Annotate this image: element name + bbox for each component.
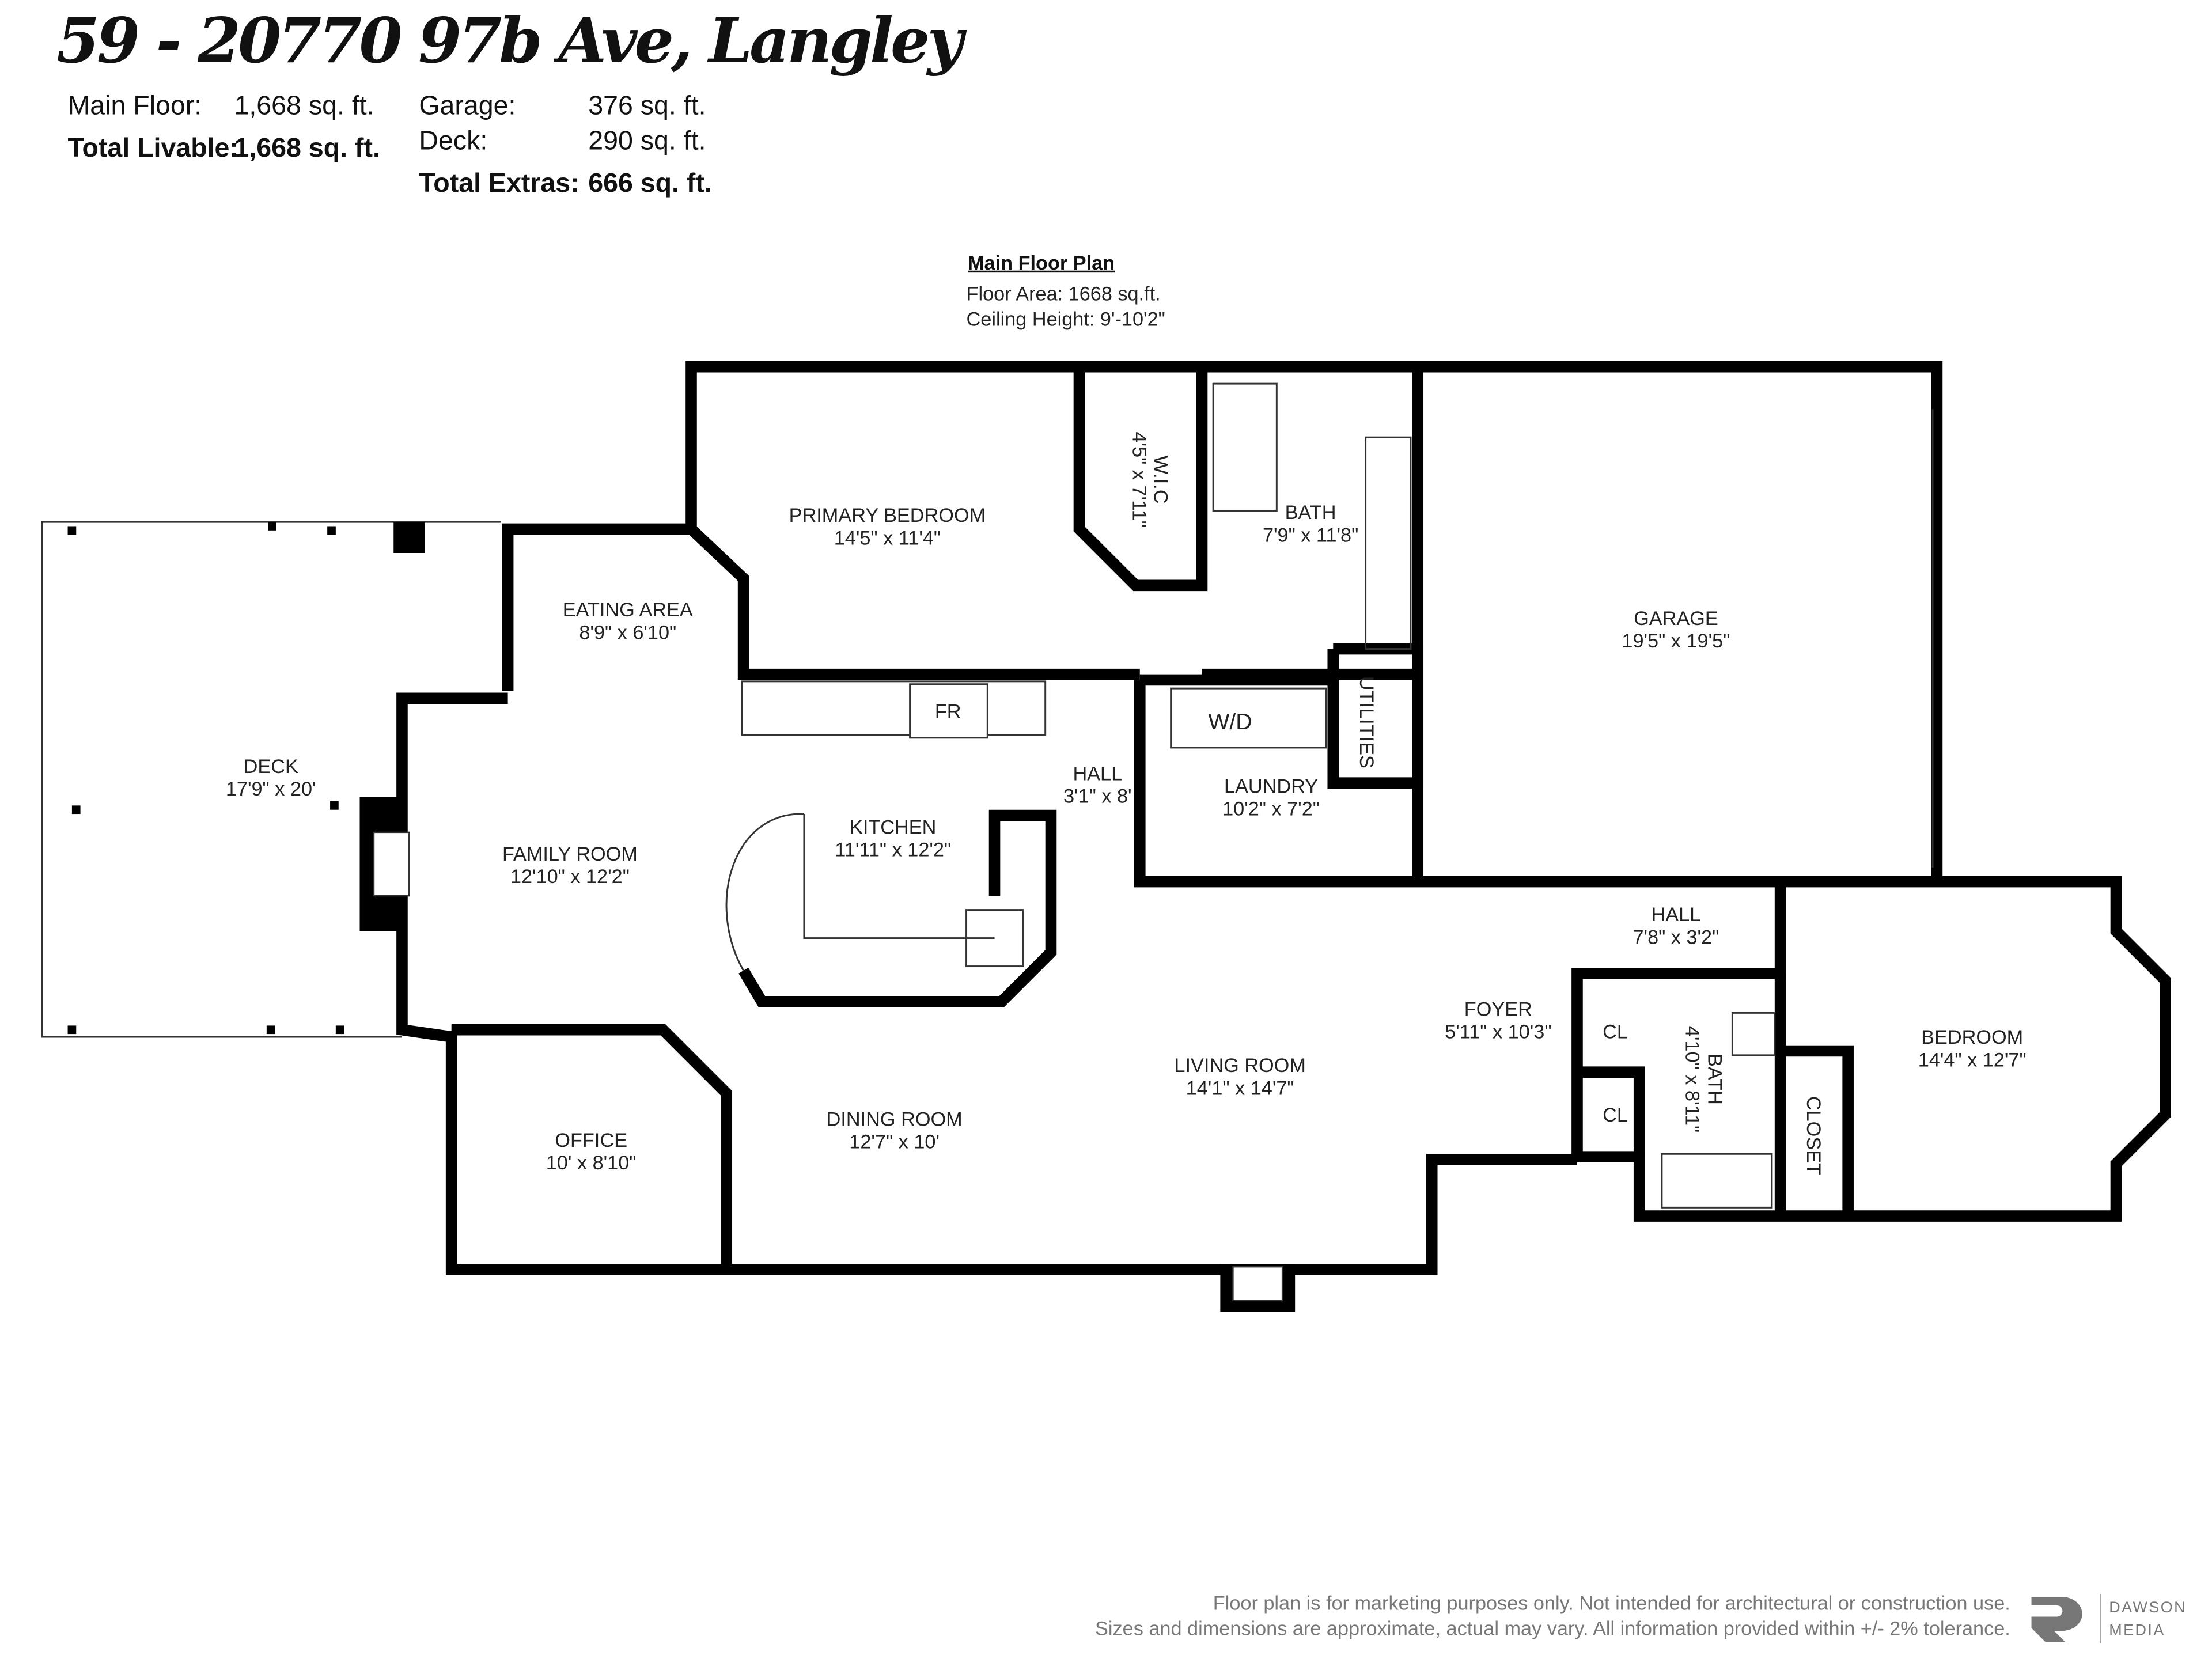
family-room-dims: 12'10" x 12'2": [510, 866, 630, 888]
plan-title: Main Floor Plan: [968, 252, 1115, 274]
total-extras-value: 666 sq. ft.: [588, 168, 712, 198]
garage-dims: 19'5" x 19'5": [1622, 630, 1730, 652]
garage-value: 376 sq. ft.: [588, 90, 706, 120]
wd-label: W/D: [1208, 710, 1252, 734]
eating-area-name: EATING AREA: [563, 599, 693, 621]
closet1-label: CL: [1603, 1021, 1628, 1043]
area-summary: Main Floor: 1,668 sq. ft. Total Livable:…: [68, 90, 712, 198]
kitchen-name: KITCHEN: [850, 816, 936, 838]
laundry-dims: 10'2" x 7'2": [1222, 798, 1320, 820]
bath1-dims: 7'9" x 11'8": [1263, 524, 1358, 546]
deck-dims: 17'9" x 20': [226, 778, 316, 800]
eating-area-dims: 8'9" x 6'10": [579, 622, 676, 643]
hall2-name: HALL: [1652, 904, 1701, 926]
office-name: OFFICE: [555, 1130, 627, 1152]
wic-dims: 4'5" x 7'11": [1128, 431, 1150, 527]
main-floor-value: 1,668 sq. ft.: [234, 90, 374, 120]
office-dims: 10' x 8'10": [546, 1152, 637, 1174]
listing-title: 59 - 20770 97b Ave, Langley: [56, 5, 967, 77]
garage-name: GARAGE: [1634, 608, 1718, 630]
deck-label: Deck:: [419, 126, 487, 156]
logo-text-1: DAWSON: [2109, 1599, 2187, 1616]
laundry-name: LAUNDRY: [1224, 775, 1318, 797]
wic-name: W.I.C: [1149, 456, 1171, 504]
foyer-name: FOYER: [1464, 998, 1532, 1020]
main-floor-label: Main Floor:: [68, 90, 202, 120]
hall2-dims: 7'8" x 3'2": [1633, 926, 1719, 948]
ceiling-height: Ceiling Height: 9'-10'2": [967, 309, 1165, 331]
disclaimer-line-1: Floor plan is for marketing purposes onl…: [1213, 1592, 2010, 1614]
family-room-name: FAMILY ROOM: [502, 843, 638, 865]
bath2-name: BATH: [1704, 1054, 1726, 1105]
bath2-dims: 4'10" x 8'11": [1681, 1026, 1703, 1132]
primary-bedroom-dims: 14'5" x 11'4": [834, 527, 941, 549]
hall1-dims: 3'1" x 8': [1063, 785, 1132, 807]
disclaimer-line-2: Sizes and dimensions are approximate, ac…: [1095, 1618, 2010, 1639]
deck-posts: [67, 522, 425, 1035]
dining-room-dims: 12'7" x 10': [849, 1131, 940, 1153]
foyer-dims: 5'11" x 10'3": [1445, 1021, 1551, 1043]
room-labels: PRIMARY BEDROOM 14'5" x 11'4" W.I.C 4'5"…: [226, 431, 2027, 1175]
total-livable-value: 1,668 sq. ft.: [234, 132, 380, 162]
closet-label: CLOSET: [1802, 1096, 1824, 1175]
total-extras-label: Total Extras:: [419, 168, 579, 198]
logo-text-2: MEDIA: [2109, 1621, 2165, 1638]
utilities-label: UTILITIES: [1355, 676, 1377, 768]
primary-bedroom-name: PRIMARY BEDROOM: [789, 505, 986, 527]
deck-name: DECK: [244, 756, 298, 778]
deck-value: 290 sq. ft.: [588, 126, 706, 156]
dawson-media-logo: DAWSON MEDIA: [2031, 1594, 2187, 1644]
kitchen-dims: 11'11" x 12'2": [835, 839, 951, 861]
floor-area: Floor Area: 1668 sq.ft.: [967, 283, 1161, 305]
closet2-label: CL: [1603, 1104, 1628, 1126]
bedroom-name: BEDROOM: [1921, 1027, 2023, 1048]
dining-room-name: DINING ROOM: [827, 1108, 963, 1130]
hall1-name: HALL: [1073, 763, 1122, 785]
living-room-dims: 14'1" x 14'7": [1186, 1077, 1294, 1099]
fixtures: [725, 382, 1934, 1209]
fr-label: FR: [935, 701, 961, 723]
total-livable-label: Total Livable:: [68, 132, 238, 162]
walls: [359, 361, 2171, 1312]
garage-label: Garage:: [419, 90, 516, 120]
bath1-name: BATH: [1285, 502, 1336, 524]
bedroom-dims: 14'4" x 12'7": [1918, 1049, 2027, 1071]
living-room-name: LIVING ROOM: [1174, 1055, 1305, 1077]
